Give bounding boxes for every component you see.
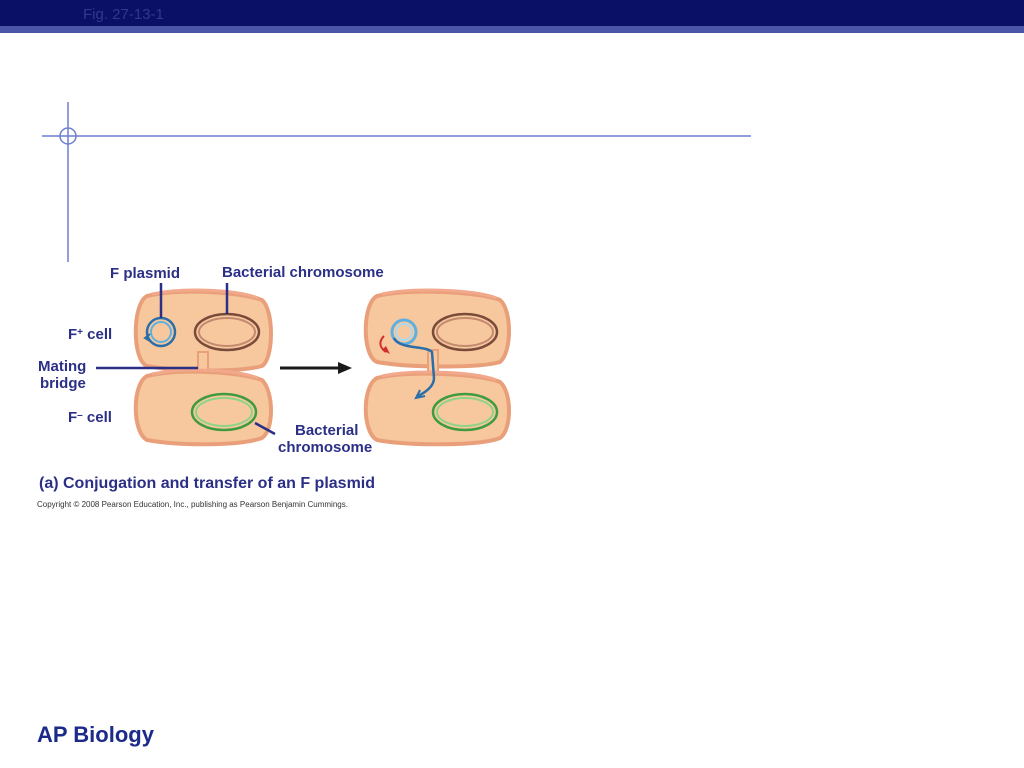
fminus-cell-left (133, 368, 273, 447)
chromosome-fminus-left (190, 392, 258, 432)
chromosome-fplus-right (431, 312, 499, 352)
leader-chromosome-bottom (254, 421, 276, 436)
label-f-minus-suffix: cell (82, 409, 112, 426)
label-bridge: bridge (40, 375, 86, 392)
transition-arrow (280, 362, 352, 374)
label-f-minus-sup: – (77, 410, 83, 421)
figure-caption: (a) Conjugation and transfer of an F pla… (39, 475, 376, 492)
crosshair-guide (42, 102, 751, 262)
label-bacterial-chromosome-top: Bacterial chromosome (222, 264, 384, 281)
header-bar (0, 0, 1024, 26)
figure-label: Fig. 27-13-1 (83, 6, 164, 23)
label-f-plus-sup: + (77, 327, 84, 338)
footer-title: AP Biology (37, 722, 154, 747)
label-f-plus-suffix: cell (83, 326, 113, 343)
header-stripe (0, 26, 1024, 33)
red-rotation-arrow (379, 335, 390, 354)
label-chromosome: chromosome (278, 439, 373, 456)
label-f-plus-cell: F+ cell (68, 326, 112, 343)
label-f-plus-letter: F (68, 326, 78, 343)
label-f-minus-letter: F (68, 409, 78, 426)
chromosome-fminus-right (431, 392, 499, 432)
f-plasmid-right (390, 318, 436, 400)
label-f-minus-cell: F– cell (68, 409, 112, 426)
copyright-notice: Copyright © 2008 Pearson Education, Inc.… (37, 500, 348, 509)
label-mating: Mating (38, 358, 87, 375)
label-bacterial: Bacterial (295, 422, 359, 439)
label-f-plasmid: F plasmid (110, 265, 181, 282)
